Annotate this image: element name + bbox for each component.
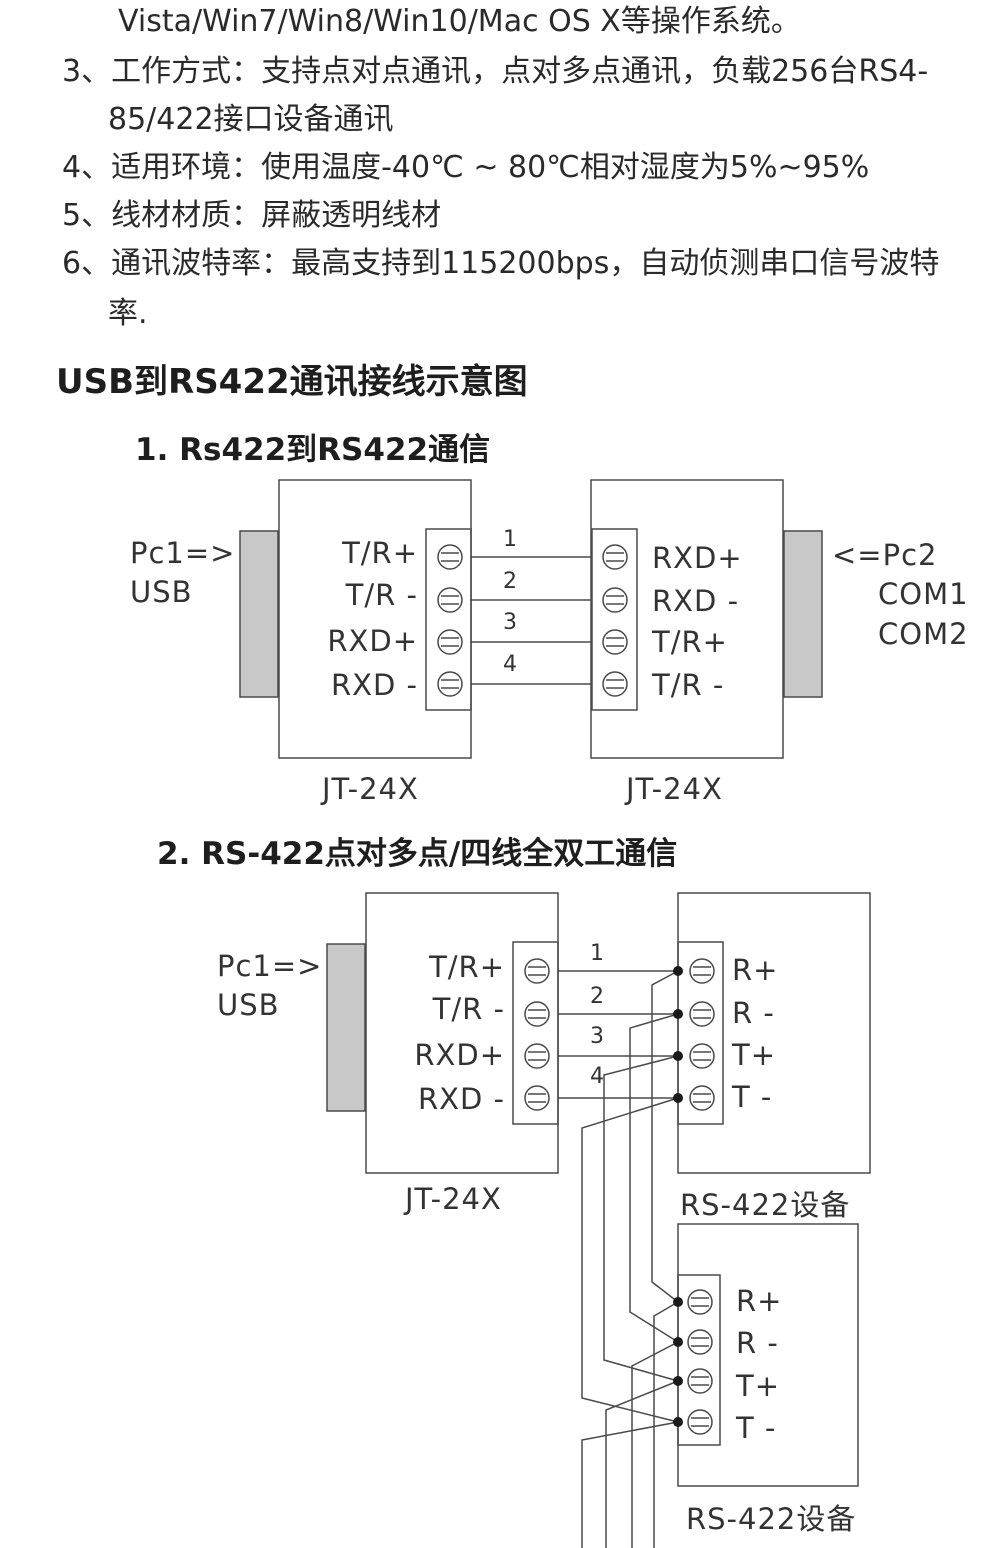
d1-right-pin-3: T/R+ <box>652 625 728 659</box>
d2-dev1-pin-3: T+ <box>732 1038 777 1072</box>
spec-item-5: 5、线材材质：屏蔽透明线材 <box>62 198 442 233</box>
d2-chain-r-plus <box>651 970 679 1303</box>
d1-wire-num-1: 1 <box>503 527 517 552</box>
d2-left-terminal-block <box>512 941 559 1125</box>
d1-left-converter-box <box>278 479 472 759</box>
d1-right-pin-2: RXD - <box>652 584 740 618</box>
d2-chain-r-minus <box>629 1013 679 1343</box>
d1-wire-num-4: 4 <box>503 652 517 677</box>
d2-dev2-pin-3: T+ <box>736 1369 781 1403</box>
d2-dev1-pin-4: T - <box>732 1080 773 1114</box>
d2-device1-label: RS-422设备 <box>680 1188 851 1222</box>
spec-item-6: 6、通讯波特率：最高支持到115200bps，自动侦测串口信号波特 <box>62 246 940 281</box>
d1-right-pin-4: T/R - <box>652 668 725 702</box>
spec-os-line: Vista/Win7/Win8/Win10/Mac OS X等操作系统。 <box>118 4 801 39</box>
d1-left-pin-1: T/R+ <box>342 536 418 570</box>
diagram-title: USB到RS422通讯接线示意图 <box>56 362 528 402</box>
d2-continue-2 <box>631 1341 679 1548</box>
spec-item-3: 3、工作方式：支持点对点通讯，点对多点通讯，负载256台RS4- <box>62 54 929 89</box>
d1-usb-connector <box>239 530 279 698</box>
d2-chain-t-plus <box>603 1055 679 1382</box>
d2-left-host-port: USB <box>217 988 280 1022</box>
d2-device2-label: RS-422设备 <box>686 1502 857 1536</box>
d2-wire-num-2: 2 <box>590 984 604 1009</box>
d2-left-model: JT-24X <box>405 1182 502 1216</box>
d1-right-converter-box <box>590 479 784 759</box>
d1-left-terminal-block <box>425 528 472 711</box>
d2-left-pin-3: RXD+ <box>414 1038 505 1072</box>
d2-device2-terminal-block <box>677 1274 721 1446</box>
d2-dev1-pin-1: R+ <box>732 953 779 987</box>
d2-continue-3 <box>605 1380 679 1548</box>
d2-device1-terminal-block <box>677 941 724 1125</box>
d1-left-pin-3: RXD+ <box>327 624 418 658</box>
d2-wire-num-3: 3 <box>590 1024 604 1049</box>
d2-continue-4 <box>581 1421 679 1548</box>
d2-wire-num-4: 4 <box>590 1064 604 1089</box>
d1-left-screw-icon <box>437 587 463 613</box>
d2-chain-t-minus <box>581 1097 679 1423</box>
d1-right-screw-icon <box>602 544 628 570</box>
d1-right-screw-icon <box>602 629 628 655</box>
d2-left-host-label: Pc1=> <box>217 949 323 983</box>
diagram1-title: 1. Rs422到RS422通信 <box>135 432 491 468</box>
spec-item-4: 4、适用环境：使用温度-40℃ ~ 80℃相对湿度为5%~95% <box>62 150 870 185</box>
d1-right-screw-icon <box>602 671 628 697</box>
spec-item-3-cont: 85/422接口设备通讯 <box>108 102 394 137</box>
d2-device1-box <box>677 892 871 1174</box>
d2-continue-1 <box>653 1301 679 1548</box>
d1-right-host-com2: COM2 <box>878 617 969 651</box>
d1-right-terminal-block <box>591 528 638 711</box>
d1-right-host-label: <=Pc2 <box>832 538 938 572</box>
d1-left-screw-icon <box>437 544 463 570</box>
d1-com-connector <box>783 530 823 698</box>
d1-right-model: JT-24X <box>626 772 723 806</box>
d2-dev1-pin-2: R - <box>732 996 775 1030</box>
d1-left-screw-icon <box>437 629 463 655</box>
d1-left-host-port: USB <box>130 575 193 609</box>
d2-dev2-pin-4: T - <box>736 1411 777 1445</box>
d1-wire-num-3: 3 <box>503 610 517 635</box>
d1-wire-num-2: 2 <box>503 569 517 594</box>
d2-left-pin-2: T/R - <box>432 992 505 1026</box>
spec-item-6-cont: 率. <box>108 296 148 331</box>
d2-left-pin-4: RXD - <box>417 1082 505 1116</box>
d1-left-pin-2: T/R - <box>345 578 418 612</box>
d2-dev2-pin-1: R+ <box>736 1284 783 1318</box>
d2-left-pin-1: T/R+ <box>429 950 505 984</box>
d1-left-pin-4: RXD - <box>330 668 418 702</box>
d2-converter-box <box>365 892 559 1174</box>
d2-usb-connector <box>326 943 366 1112</box>
diagram2-title: 2. RS-422点对多点/四线全双工通信 <box>157 836 678 872</box>
d1-left-screw-icon <box>437 671 463 697</box>
d1-right-screw-icon <box>602 587 628 613</box>
d1-right-host-com1: COM1 <box>878 577 969 611</box>
d2-dev2-pin-2: R - <box>736 1326 779 1360</box>
d1-left-host-label: Pc1=> <box>130 536 236 570</box>
d1-left-model: JT-24X <box>322 772 419 806</box>
d2-wire-num-1: 1 <box>590 941 604 966</box>
d1-right-pin-1: RXD+ <box>652 541 743 575</box>
